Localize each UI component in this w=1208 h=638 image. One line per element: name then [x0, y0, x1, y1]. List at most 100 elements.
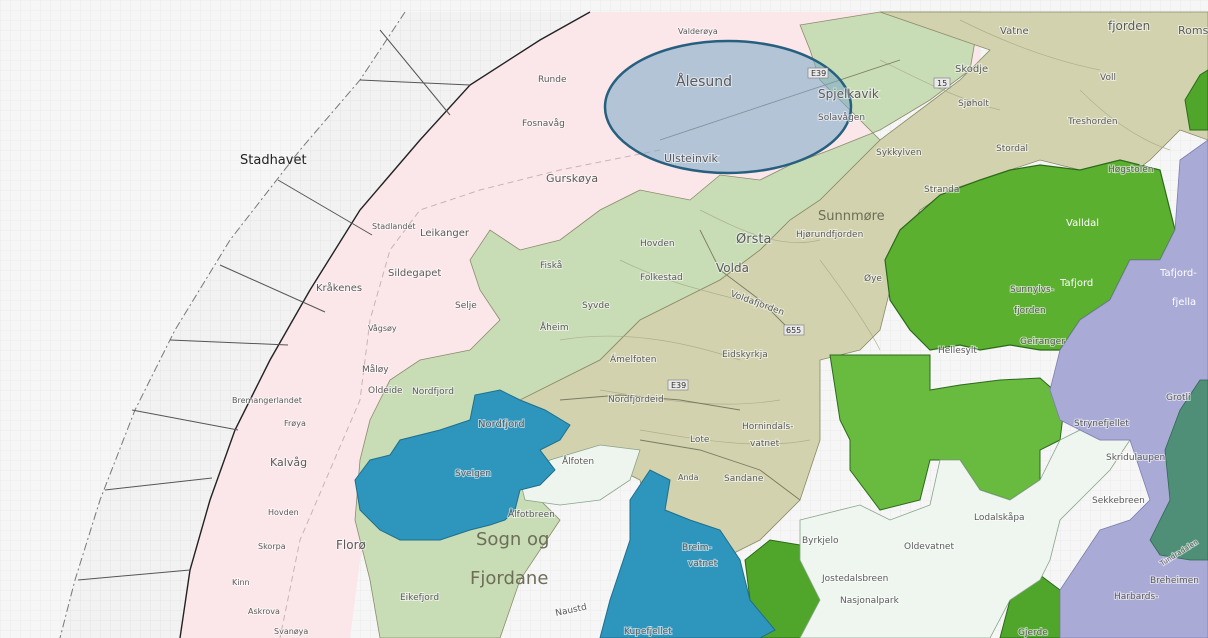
label-spjelkavik: Spjelkavik — [818, 87, 879, 101]
label-voll: Voll — [1100, 73, 1116, 83]
boundary-ticks — [77, 29, 471, 581]
label-stordal: Stordal — [996, 144, 1028, 154]
label-breheimen: Breheimen — [1150, 576, 1199, 586]
boundary-inner — [179, 11, 591, 638]
label-stadhavet: Stadhavet — [240, 153, 307, 168]
label-eikefjord: Eikefjord — [400, 593, 439, 603]
label-skodje: Skodje — [955, 64, 988, 75]
route-shields: E39 655 E39 15 — [667, 67, 951, 391]
label-fjordane: Fjordane — [470, 568, 548, 589]
region-bright-green-ne — [1184, 69, 1208, 131]
label-roms: Roms — [1178, 24, 1208, 37]
label-fosnavag: Fosnavåg — [522, 118, 565, 129]
terrain-contours — [559, 19, 1171, 445]
label-gjerde: Gjerde — [1018, 628, 1048, 638]
label-vatnet-b: vatnet — [688, 559, 718, 569]
label-tafjord: Tafjord — [1059, 278, 1093, 289]
label-tafjord-fjella: Tafjord- — [1159, 268, 1197, 279]
label-vagsoy: Vågsøy — [368, 323, 397, 333]
label-runde: Runde — [538, 75, 567, 85]
label-nordfjord-w: Nordfjord — [412, 387, 454, 397]
label-alfoten: Ålfoten — [562, 455, 594, 467]
label-solavagen: Solavågen — [818, 112, 865, 123]
label-frova: Frøya — [284, 419, 306, 428]
label-svanoya: Svanøya — [274, 627, 308, 636]
label-leikanger: Leikanger — [420, 228, 470, 239]
label-stadlandet: Stadlandet — [372, 222, 416, 231]
label-fjorden-s: fjorden — [1014, 306, 1046, 316]
label-byrkjelo: Byrkjelo — [802, 536, 839, 546]
label-sandane: Sandane — [724, 474, 764, 484]
label-treshorden: Treshorden — [1067, 117, 1118, 127]
label-skridulaupen: Skridulaupen — [1106, 453, 1165, 463]
label-hjorundfjorden: Hjørundfjorden — [796, 230, 863, 240]
label-sunnmore: Sunnmøre — [818, 209, 885, 224]
label-folkestad: Folkestad — [640, 273, 683, 283]
label-fjorden-top: fjorden — [1108, 19, 1150, 33]
label-svelgen: Svelgen — [455, 469, 491, 479]
label-sildegapet: Sildegapet — [388, 268, 441, 279]
label-sykkylven: Sykkylven — [876, 148, 922, 158]
label-vatne: Vatne — [1000, 26, 1029, 37]
label-amelfoten: Ámelfoten — [610, 353, 656, 365]
route-655-label: 655 — [786, 326, 801, 335]
label-anda: Anda — [678, 473, 699, 482]
label-hovden-s: Hovden — [268, 508, 299, 517]
region-pale-alfoten — [519, 444, 641, 506]
label-harbards: Harbards- — [1114, 592, 1158, 602]
label-stranda: Stranda — [924, 185, 959, 195]
label-oldevatnet: Oldevatnet — [904, 542, 954, 552]
label-syvde: Syvde — [582, 301, 610, 311]
label-volda: Volda — [716, 261, 749, 275]
label-alesund: Ålesund — [676, 73, 732, 90]
label-ulsteinvik: Ulsteinvik — [664, 152, 719, 165]
label-hogstolen: Høgstolen — [1108, 165, 1153, 175]
label-lodalskapa: Lodalskåpa — [974, 512, 1025, 523]
label-grotli: Grotli — [1166, 393, 1191, 403]
label-kalvag: Kalvåg — [270, 456, 307, 469]
territorial-band — [60, 12, 590, 638]
label-aheim: Åheim — [540, 321, 569, 333]
label-gurskoya: Gurskøya — [546, 172, 598, 185]
label-breim: Breim- — [682, 543, 712, 553]
label-skorpa: Skorpa — [258, 542, 286, 551]
label-fjella: fjella — [1172, 297, 1196, 308]
label-strynefjellet: Strynefjellet — [1074, 419, 1129, 429]
boundary-outer — [59, 11, 406, 638]
label-sekkebreen: Sekkebreen — [1092, 496, 1145, 506]
label-bremangerlandet: Bremangerlandet — [232, 396, 302, 405]
label-nordfjordeid: Nordfjordeid — [608, 395, 664, 405]
label-orsta: Ørsta — [736, 232, 771, 247]
route-e39b-label: E39 — [671, 381, 686, 390]
label-valldal: Valldal — [1066, 218, 1099, 229]
label-kraakenes: Kråkenes — [316, 281, 362, 294]
label-alfotbreen: Ålfotbreen — [508, 508, 555, 520]
label-sogn-og: Sogn og — [476, 529, 549, 550]
label-hovden-n: Hovden — [640, 239, 675, 249]
label-nordfjord-blue: Nordfjord — [478, 419, 525, 430]
label-sjoholt: Sjøholt — [958, 99, 989, 109]
label-flora: Florø — [336, 538, 366, 552]
label-kupefjellet: Kupefjellet — [624, 627, 672, 637]
label-maloy: Måløy — [362, 364, 389, 375]
label-lote: Lote — [690, 435, 710, 445]
label-hornindals: Hornindals- — [742, 422, 793, 432]
region-blue-nordfjord — [354, 389, 571, 541]
label-fiska: Fiskå — [540, 260, 562, 271]
label-valderoya: Valderøya — [678, 27, 718, 36]
label-kinn: Kinn — [232, 578, 250, 587]
label-hellesylt: Hellesylt — [938, 346, 977, 356]
label-sunnylvs: Sunnylvs- — [1010, 285, 1054, 295]
label-jostedalsbreen: Jostedalsbreen — [821, 574, 888, 584]
route-15-label: 15 — [937, 79, 947, 88]
region-blue-breim — [599, 469, 776, 638]
label-eidskyrkja: Eidskyrkja — [722, 350, 768, 360]
highlight-ellipse[interactable] — [603, 39, 853, 175]
label-nasjonalpark: Nasjonalpark — [840, 596, 900, 606]
label-geiranger: Geiranger — [1020, 337, 1065, 347]
label-vatnet: vatnet — [750, 439, 780, 449]
label-askrova: Askrova — [248, 607, 280, 616]
label-oye: Øye — [864, 273, 882, 284]
